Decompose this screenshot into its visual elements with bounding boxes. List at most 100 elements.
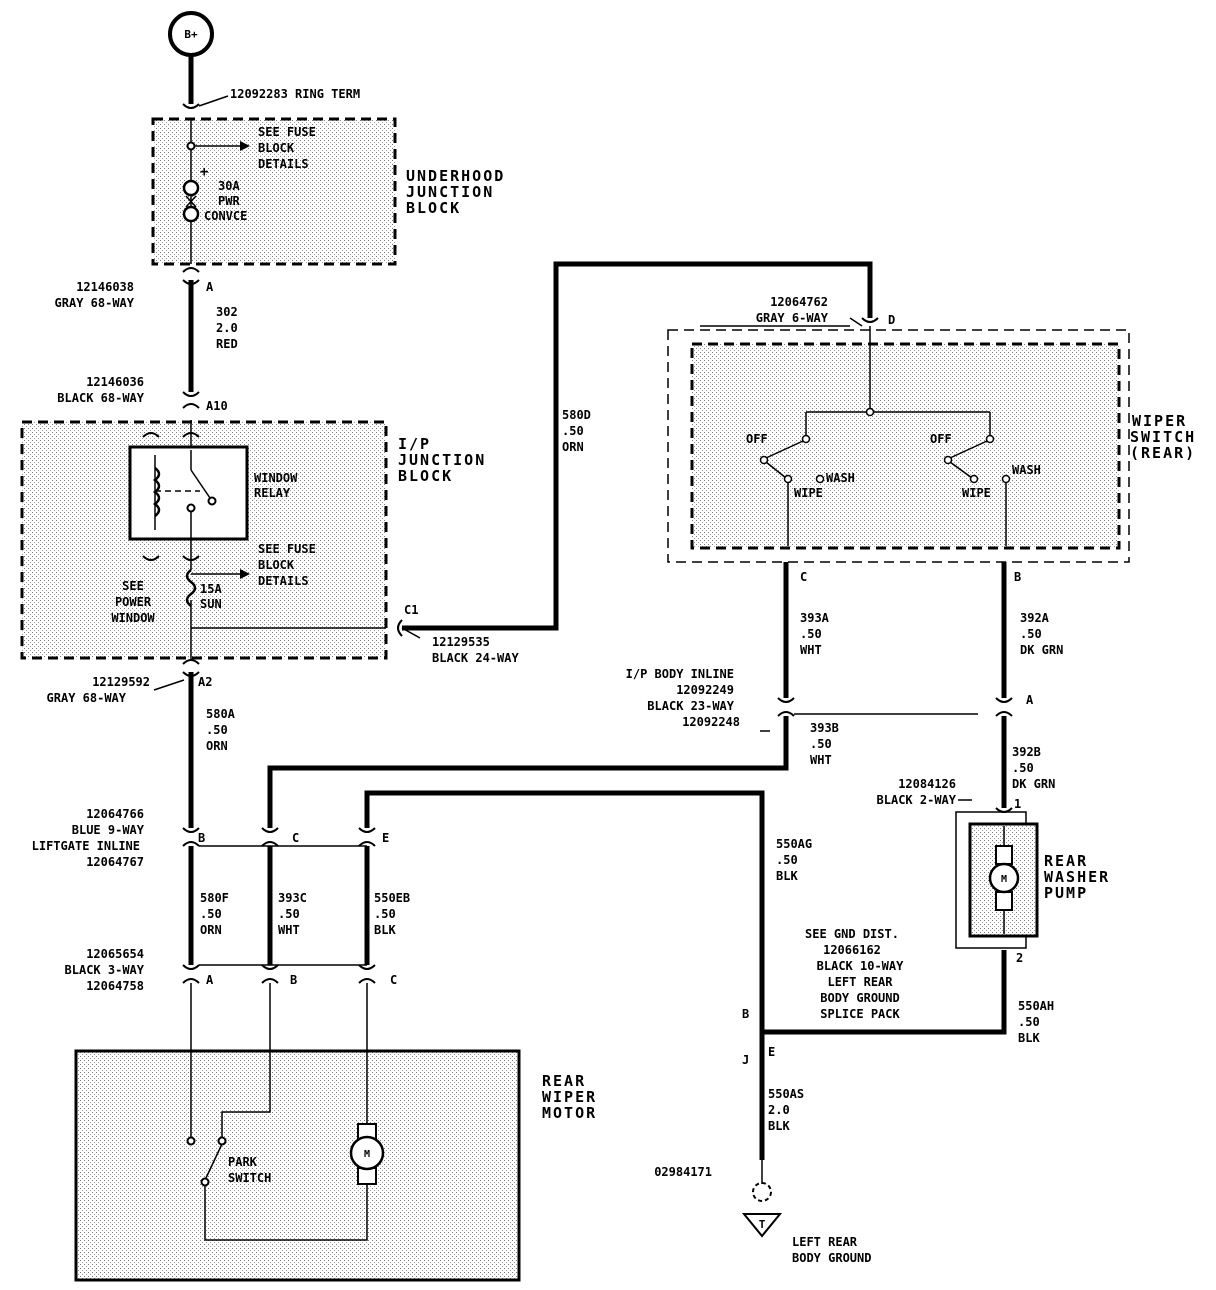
wire393c-1-label: 393C [278,891,307,905]
wire550ag-1-label: 550AG [776,837,812,851]
window-relay [128,445,249,541]
ipjb-2-label: JUNCTION [398,451,486,469]
wire580f-2-label: .50 [200,907,222,921]
see-pw-2-label: POWER [115,595,152,609]
gnd-4-label: LEFT REAR [827,975,893,989]
wiper-switch-block [690,342,1121,550]
conn-c1-2-label: BLACK 24-WAY [432,651,519,665]
ip-internals [142,420,386,660]
relay-coil-icon [152,467,161,517]
pin-1-label: 1 [1014,797,1021,811]
wire550ah-3-label: BLK [1018,1031,1040,1045]
wiper-switch-internals [759,326,1011,546]
off-1-label: OFF [746,432,768,446]
conn-a10-1-label: 12146036 [86,375,144,389]
fuse-30a-icon [182,179,200,197]
wire580d-3-label: ORN [562,440,584,454]
wipe-1-label: WIPE [794,486,823,500]
wire392b-3-label: DK GRN [1012,777,1055,791]
wire580a-2-label: .50 [206,723,228,737]
wire393c-2-label: .50 [278,907,300,921]
lg-4-label: 12064767 [86,855,144,869]
wire550as-3-label: BLK [768,1119,790,1133]
wiper-motor-icon [349,1135,385,1171]
ipbody-1-label: I/P BODY INLINE [626,667,734,681]
gnd-1-label: SEE GND DIST. [805,927,899,941]
wire302-2-label: 2.0 [216,321,238,335]
lg-2-label: BLUE 9-WAY [72,823,145,837]
conn-d-1-label: 12064762 [770,295,828,309]
pump-2-label: WASHER [1044,868,1110,886]
ipbody-2-label: 12092249 [676,683,734,697]
lrbg-2-label: BODY GROUND [792,1251,871,1265]
wire392b-1-label: 392B [1012,745,1041,759]
pin-c-label: C [800,570,807,584]
fuse-15a-icon [185,569,197,607]
wire550as-1-label: 550AS [768,1087,804,1101]
fuse30-1-label: 30A [218,179,240,193]
pin-d-label: D [888,313,895,327]
wiper-motor-internals: M [186,983,385,1241]
fuse15-2-label: SUN [200,597,222,611]
conn-a2-2-label: GRAY 68-WAY [47,691,127,705]
pump-3-label: PUMP [1044,884,1088,902]
wire580d-1-label: 580D [562,408,591,422]
wire580f-1-label: 580F [200,891,229,905]
wire393c-3-label: WHT [278,923,300,937]
mc-1-label: 12065654 [86,947,144,961]
wire580f-3-label: ORN [200,923,222,937]
fuse30-3-label: CONVCE [204,209,247,223]
sp-e-label: E [768,1045,775,1059]
ground-symbol-icon [741,1213,783,1238]
pin-b-label: B [1014,570,1021,584]
wire550ag-2-label: .50 [776,853,798,867]
wire580a-3-label: ORN [206,739,228,753]
ipbody-3-label: BLACK 23-WAY [647,699,734,713]
see-fuse2-3-label: DETAILS [258,574,309,588]
pump-title: REAR [1044,852,1088,870]
see-fuse-3-label: DETAILS [258,157,309,171]
conn-pump-1-label: 12084126 [898,777,956,791]
lg-pin-e-label: E [382,831,389,845]
wire393b-3-label: WHT [810,753,832,767]
conn-a-2-label: GRAY 68-WAY [55,296,135,310]
ip-title: I/P [398,435,431,453]
wire393b-2-label: .50 [810,737,832,751]
mc-pin-b-label: B [290,973,297,987]
gnd-5-label: BODY GROUND [820,991,899,1005]
pin-c1-label: C1 [404,603,418,617]
conn-a10-2-label: BLACK 68-WAY [57,391,144,405]
conn-a2-1-label: 12129592 [92,675,150,689]
wire580a-1-label: 580A [206,707,236,721]
wire550eb-3-label: BLK [374,923,396,937]
wire550as-2-label: 2.0 [768,1103,790,1117]
wire392a-1-label: 392A [1020,611,1050,625]
uhjb-2-label: JUNCTION [406,183,494,201]
lg-pin-b-label: B [198,831,205,845]
wire392b-2-label: .50 [1012,761,1034,775]
park-1-label: PARK [228,1155,258,1169]
wiper-motor-letter: M [364,1149,370,1160]
mc-3-label: 12064758 [86,979,144,993]
wiper-motor-title: REAR [542,1072,586,1090]
pin-a10-label: A10 [206,399,228,413]
underhood-title: UNDERHOOD [406,167,505,185]
mc-pin-a-label: A [206,973,214,987]
rear-wiper-motor [74,1049,521,1282]
pump-motor-letter: M [1001,874,1007,885]
mc-pin-c-label: C [390,973,397,987]
wires [188,55,1007,1160]
wipe-2-label: WIPE [962,486,991,500]
rwm-2-label: WIPER [542,1088,597,1106]
wire580d-2-label: .50 [562,424,584,438]
wire393a-1-label: 393A [800,611,830,625]
see-fuse-1-label: SEE FUSE [258,125,316,139]
wiper-switch-outline [667,329,1130,563]
see-pw-1-label: SEE [122,579,144,593]
wire550eb-2-label: .50 [374,907,396,921]
gnd-2-label: 12066162 [823,943,881,957]
wire393b-1-label: 393B [810,721,839,735]
wire550ah-1-label: 550AH [1018,999,1054,1013]
ws-2-label: SWITCH [1130,428,1196,446]
